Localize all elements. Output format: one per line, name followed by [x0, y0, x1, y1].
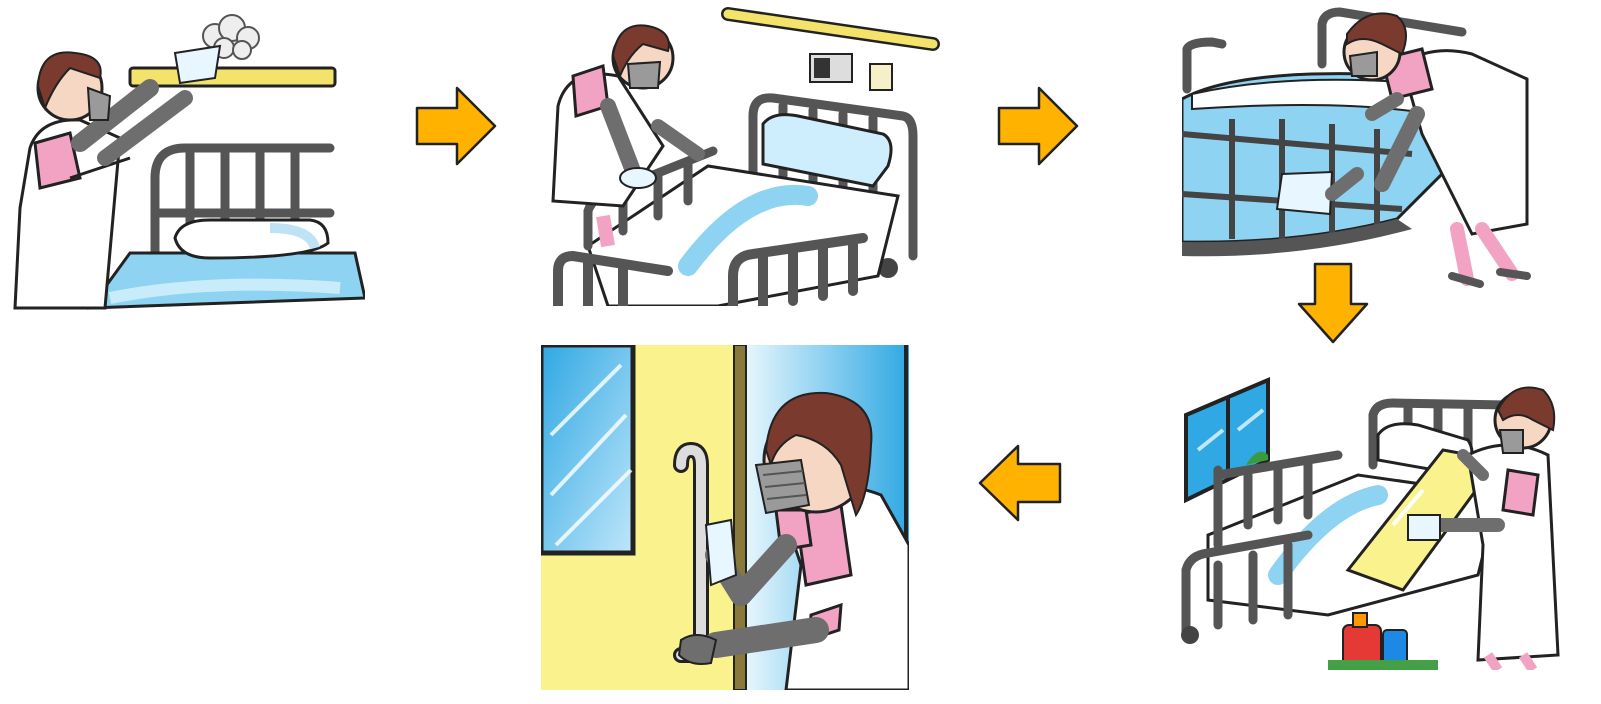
wiping-mattress-icon — [1182, 4, 1542, 306]
step-4-wipe-table-panel — [1178, 375, 1561, 670]
arrow-right-icon — [415, 86, 497, 166]
flow-arrow-left — [978, 444, 1062, 522]
step-2-wipe-bed-rail-panel — [548, 6, 943, 306]
step-3-wipe-mattress-panel — [1182, 4, 1542, 306]
arrow-left-icon — [978, 444, 1062, 522]
arrow-down-icon — [1297, 262, 1369, 344]
flow-arrow-right-2 — [997, 86, 1079, 166]
wiping-table-icon — [1178, 375, 1561, 670]
arrow-right-icon — [997, 86, 1079, 166]
flow-arrow-down — [1297, 262, 1369, 344]
wiping-rail-icon — [10, 8, 365, 313]
wiping-door-handle-icon — [541, 345, 909, 690]
wiping-bed-rail-icon — [548, 6, 943, 306]
step-5-wipe-door-handle-panel — [541, 345, 909, 690]
step-1-wipe-rail-panel — [10, 8, 365, 313]
flow-arrow-right-1 — [415, 86, 497, 166]
